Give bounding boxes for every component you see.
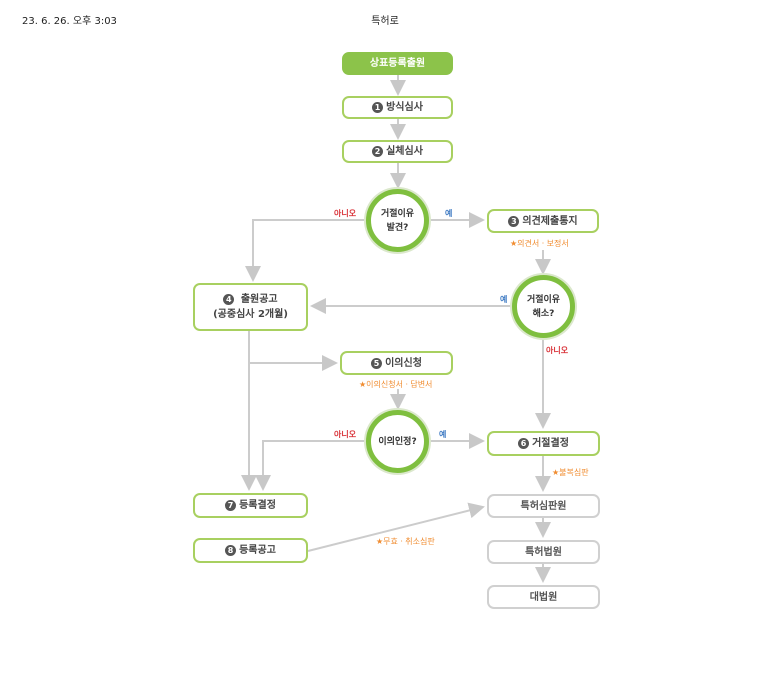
step-label: 출원공고 [240, 294, 278, 305]
step-label: 이의신청 [385, 357, 422, 369]
court-label: 대법원 [529, 591, 558, 603]
step-sublabel: (공중심사 2개월) [213, 309, 288, 320]
decision-rejection-resolved: 거절이유 해소? [512, 275, 575, 338]
step-label: 등록공고 [239, 545, 276, 556]
flow-start-node: 상표등록출원 [342, 52, 453, 75]
step-number-badge: 7 [225, 500, 237, 511]
step3-note: ★의견서ㆍ보정서 [510, 239, 569, 248]
step-3-opinion-notice: 3 의견제출통지 [487, 209, 599, 233]
connector [245, 219, 366, 282]
connector [307, 502, 485, 552]
step-2-substantive-exam: 2 실체심사 [342, 140, 453, 163]
patent-court: 특허법원 [487, 540, 600, 564]
decision-text-line2: 해소? [532, 308, 555, 319]
decision3-yes-label: 예 [439, 430, 447, 439]
step-label: 방식심사 [386, 102, 423, 113]
decision-rejection-found: 거절이유 발견? [366, 189, 429, 252]
connector [255, 440, 366, 491]
decision2-no-label: 아니오 [546, 346, 569, 355]
step-number-badge: 3 [508, 215, 520, 227]
decision1-yes-label: 예 [445, 209, 453, 218]
decision3-no-label: 아니오 [334, 430, 357, 439]
step-8-registration-publication: 8 등록공고 [193, 538, 308, 563]
flow-start-label: 상표등록출원 [369, 58, 426, 69]
court-label: 특허법원 [525, 546, 562, 558]
court-label: 특허심판원 [520, 500, 567, 512]
step-label: 거절결정 [532, 438, 569, 449]
print-timestamp: 23. 6. 26. 오후 3:03 [22, 16, 117, 27]
patent-trial-board: 특허심판원 [487, 494, 600, 518]
step5-note: ★이의신청서ㆍ답변서 [359, 380, 433, 389]
decision1-no-label: 아니오 [334, 209, 357, 218]
step-7-registration-decision: 7 등록결정 [193, 493, 308, 518]
step-number-badge: 5 [371, 357, 383, 369]
decision2-yes-label: 예 [500, 295, 508, 304]
decision-text-line1: 이의인정? [378, 436, 417, 447]
step-number-badge: 2 [372, 146, 384, 157]
page-title: 특허로 [371, 16, 399, 27]
step-number-badge: 6 [518, 438, 530, 449]
supreme-court: 대법원 [487, 585, 600, 609]
step-number-badge: 1 [372, 102, 384, 113]
step8-note: ★무효ㆍ취소심판 [376, 537, 435, 546]
step-number-badge: 8 [225, 545, 237, 556]
step-label: 실체심사 [386, 146, 423, 157]
decision-text-line1: 거절이유 [380, 208, 415, 219]
step-label: 등록결정 [239, 500, 276, 511]
step-4-publication: 4 출원공고 (공중심사 2개월) [193, 283, 308, 331]
step-5-opposition: 5 이의신청 [340, 351, 453, 375]
step6-note: ★불복심판 [552, 468, 589, 477]
decision-text-line1: 거절이유 [526, 294, 561, 305]
step-number-badge: 4 [223, 294, 235, 305]
decision-text-line2: 발견? [386, 222, 409, 233]
decision-opposition-accepted: 이의인정? [366, 410, 429, 473]
step-6-rejection-decision: 6 거절결정 [487, 431, 600, 456]
step-label: 의견제출통지 [522, 215, 578, 227]
step-1-formality-exam: 1 방식심사 [342, 96, 453, 119]
